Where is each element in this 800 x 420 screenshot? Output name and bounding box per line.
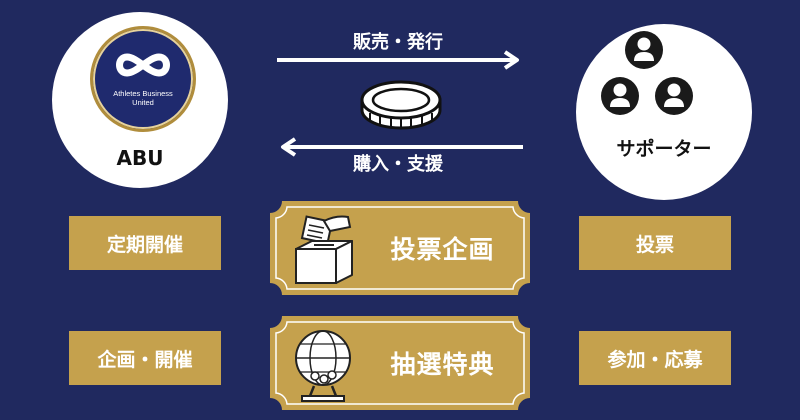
plate-lottery-perks: 抽選特典 xyxy=(270,316,530,410)
tag-regular-event: 定期開催 xyxy=(69,216,221,270)
logo-text-line2: United xyxy=(132,98,154,107)
arrow-left-icon xyxy=(281,137,523,157)
plate-title-voting: 投票企画 xyxy=(390,235,495,264)
flow-label-sell-issue: 販売・発行 xyxy=(353,32,443,53)
people-group-icon xyxy=(601,31,693,115)
abu-label: ABU xyxy=(116,146,164,170)
infinity-icon xyxy=(93,47,193,87)
plate-voting-project: 投票企画 xyxy=(270,201,530,295)
flow-label-buy-support: 購入・支援 xyxy=(353,154,443,175)
abu-logo: Athletes Business United xyxy=(90,26,196,132)
tag-vote: 投票 xyxy=(579,216,731,270)
ballot-box-icon xyxy=(295,215,353,284)
lottery-drum-icon xyxy=(295,330,351,402)
supporter-label: サポーター xyxy=(616,138,712,160)
logo-text-line1: Athletes Business xyxy=(113,89,173,98)
coin-icon xyxy=(360,80,442,130)
plate-title-lottery: 抽選特典 xyxy=(390,350,495,379)
tag-join-apply: 参加・応募 xyxy=(579,331,731,385)
abu-node: Athletes Business United ABU xyxy=(52,12,228,188)
tag-plan-host: 企画・開催 xyxy=(69,331,221,385)
arrow-right-icon xyxy=(277,50,519,70)
supporter-node: サポーター xyxy=(576,24,752,200)
